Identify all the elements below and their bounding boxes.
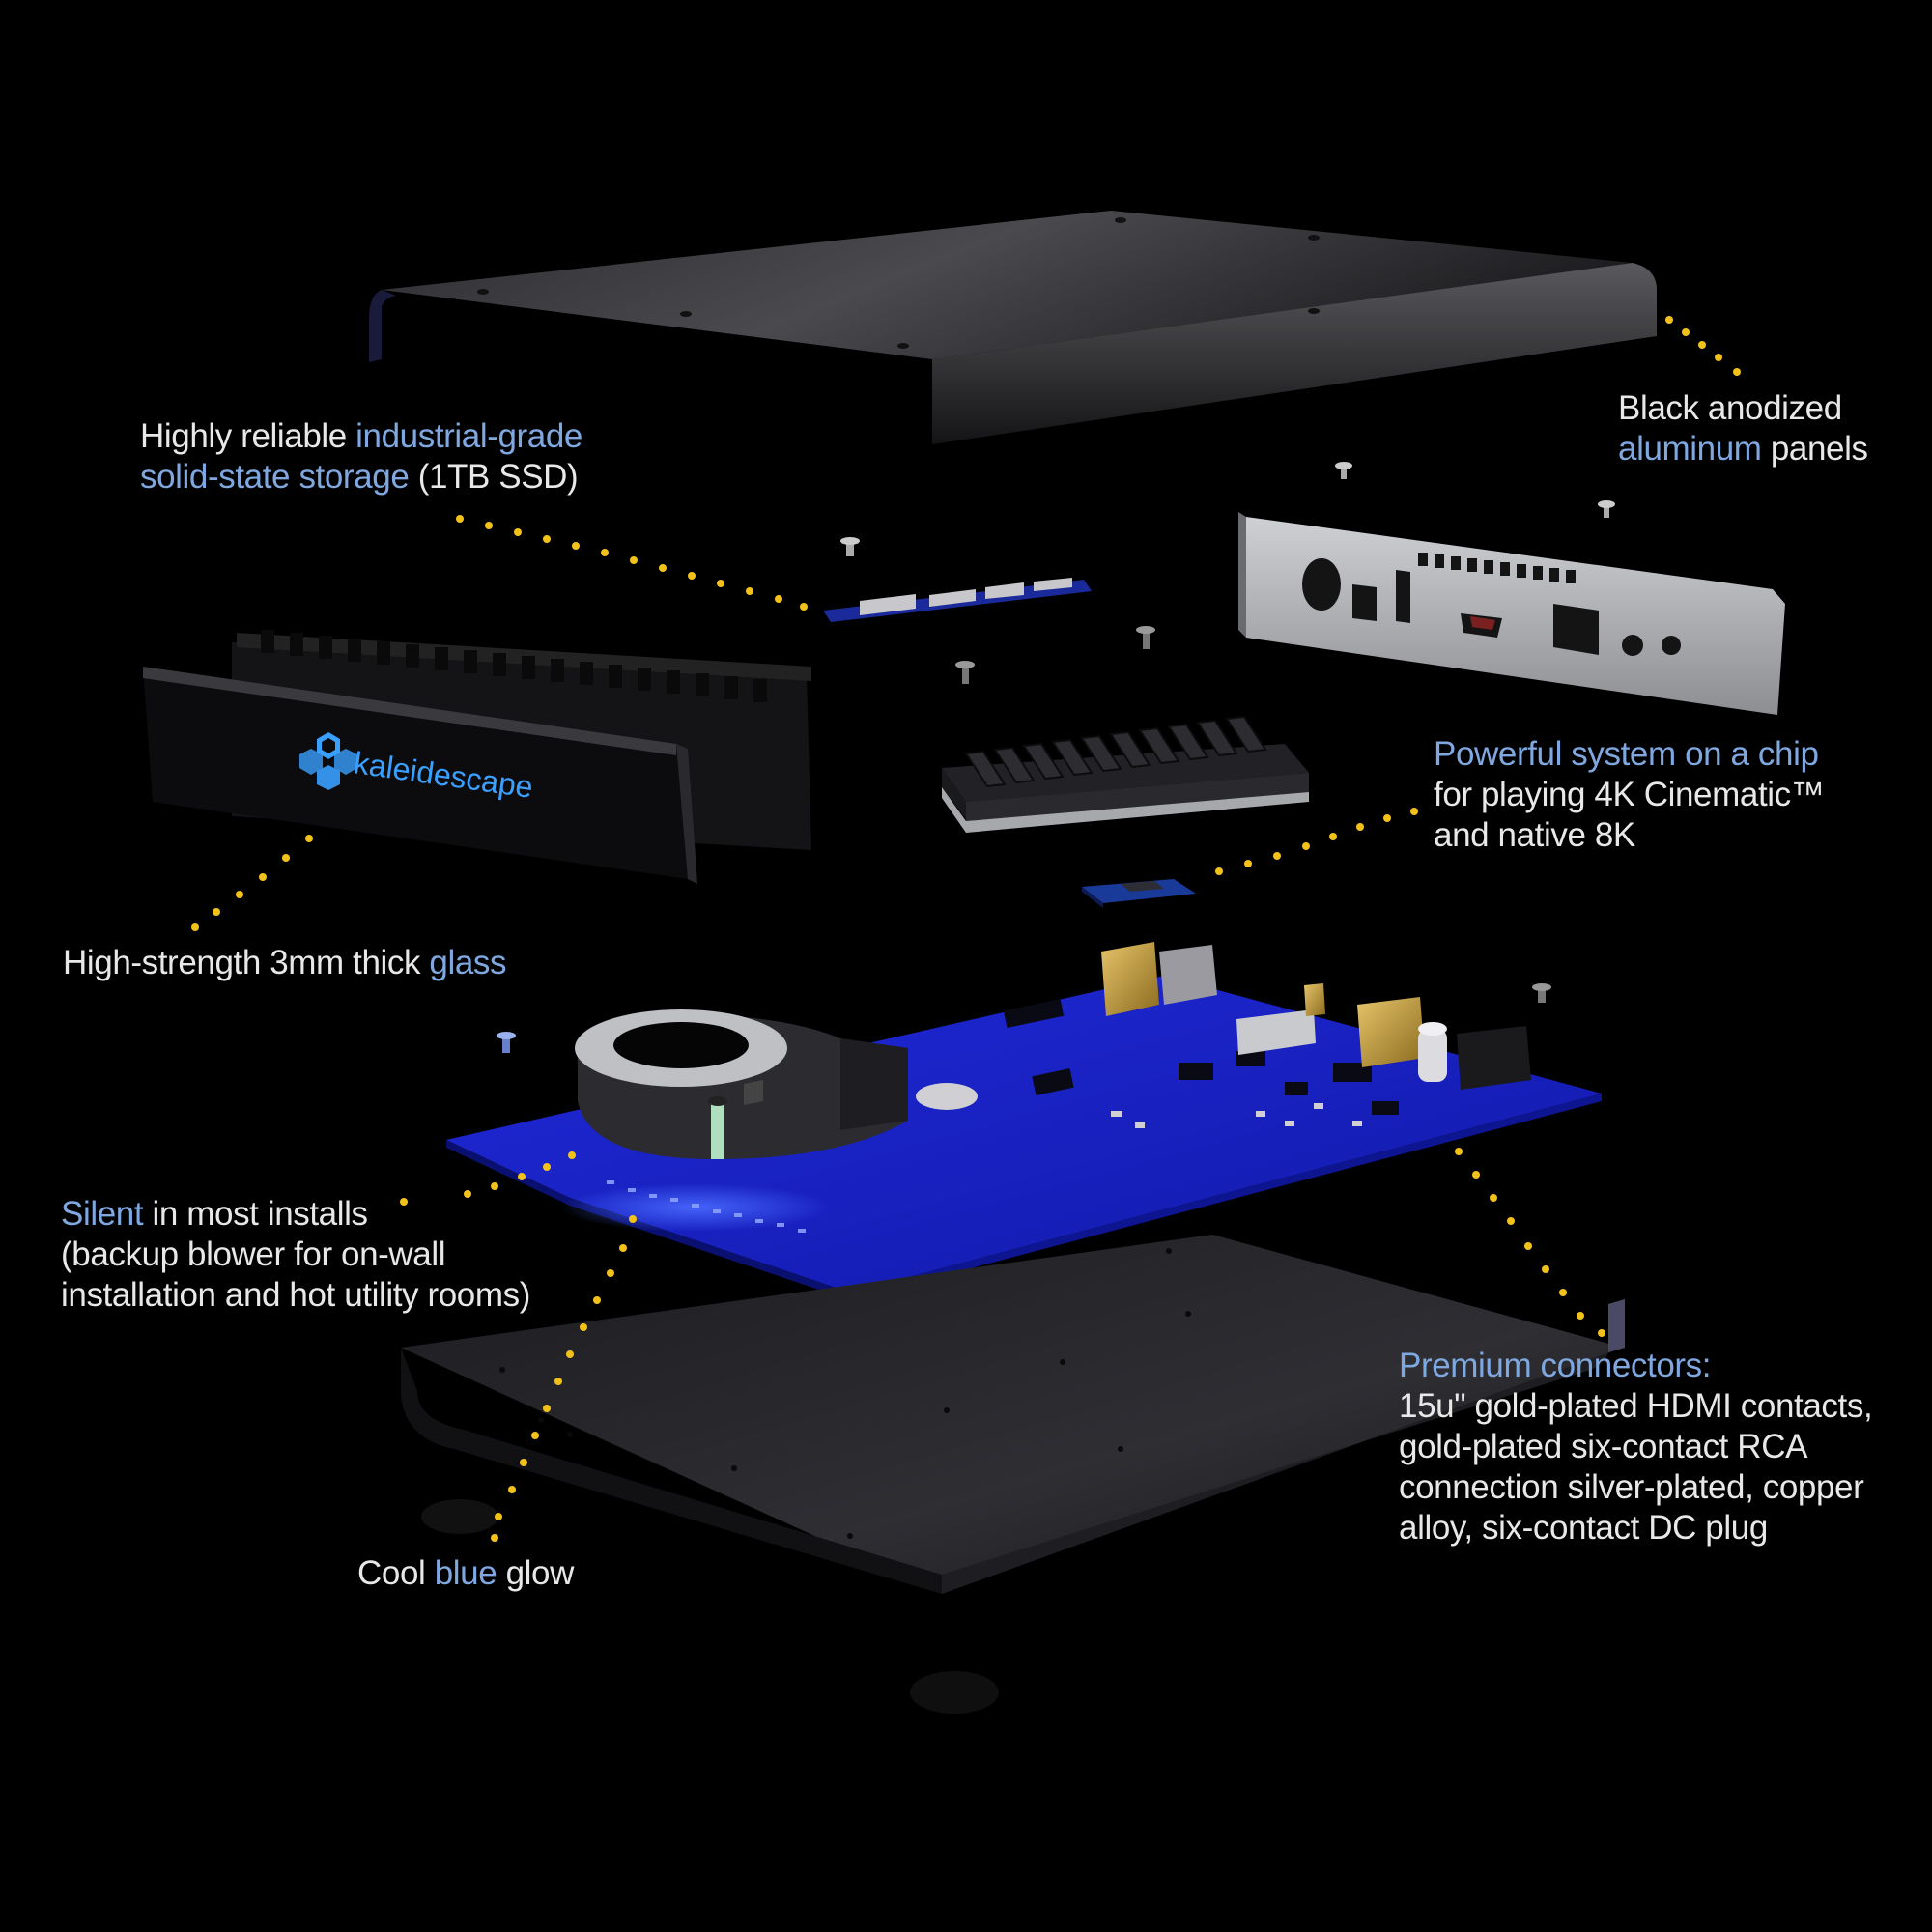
top-aluminum-panel xyxy=(369,211,1657,444)
soc-chip xyxy=(1082,879,1196,908)
leader-dots xyxy=(191,316,1741,1542)
main-circuit-board xyxy=(446,976,1602,1300)
kaleidescape-logo-icon xyxy=(299,732,357,790)
front-glass-panel: kaleidescape xyxy=(143,630,811,884)
ssd-module xyxy=(823,537,1092,622)
callout-silent-operation: Silent in most installs (backup blower f… xyxy=(61,1195,530,1314)
bottom-aluminum-panel xyxy=(401,1235,1625,1714)
callout-aluminum-panels: Black anodized aluminum panels xyxy=(1618,389,1868,468)
callout-premium-connectors: Premium connectors: 15u" gold-plated HDM… xyxy=(1399,1347,1873,1547)
blower-fan xyxy=(575,1009,908,1159)
callout-ssd-storage: Highly reliable industrial-grade solid-s… xyxy=(140,417,582,496)
callout-glass: High-strength 3mm thick glass xyxy=(63,944,507,981)
callout-system-on-chip: Powerful system on a chip for playing 4K… xyxy=(1434,735,1825,854)
rear-io-panel xyxy=(1238,462,1785,715)
callout-blue-glow: Cool blue glow xyxy=(357,1554,575,1592)
connectors xyxy=(497,942,1551,1090)
heatsink xyxy=(942,626,1309,833)
